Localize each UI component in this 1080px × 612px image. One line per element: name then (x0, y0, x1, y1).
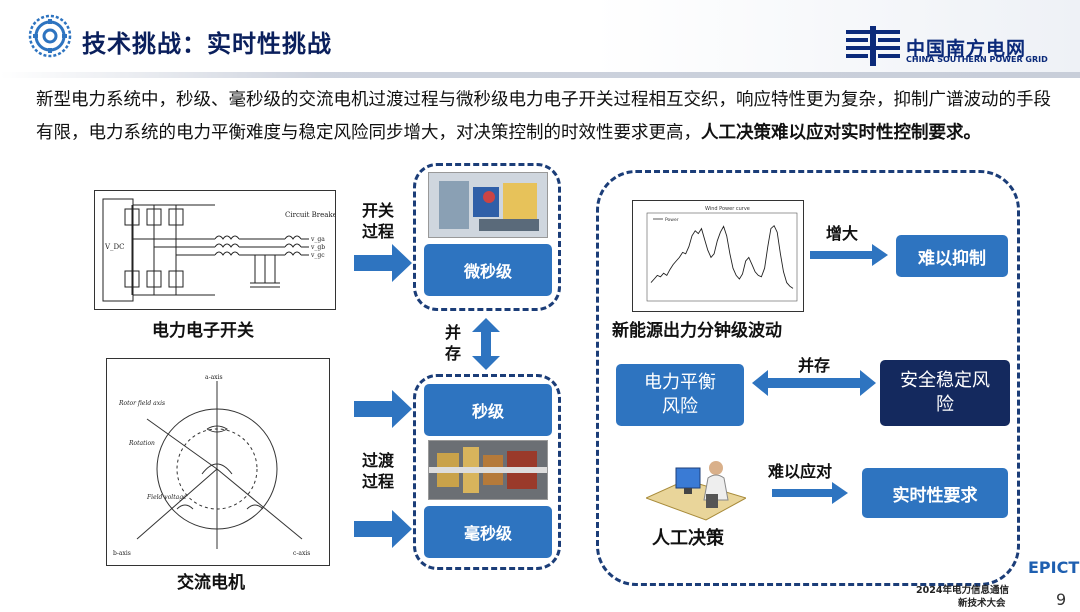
breaker-label: Circuit Breaker (285, 211, 335, 219)
security-risk-button[interactable]: 安全稳定风险 (880, 360, 1010, 426)
c-axis-label: c-axis (293, 550, 310, 557)
power-electronics-photo (428, 172, 548, 238)
chart-legend: Power (665, 217, 679, 223)
power-electronics-circuit-figure: V_DC Circuit Breaker v_ga v_gb v_gc (94, 190, 341, 310)
epict-logo: EPICT (1028, 558, 1080, 577)
chart-caption: 新能源出力分钟级波动 (612, 321, 782, 341)
a-axis-label: a-axis (205, 374, 223, 381)
coexist-right-label: 并存 (798, 356, 831, 375)
logo-en: CHINA SOUTHERN POWER GRID (906, 55, 1048, 64)
power-electronics-label: 电力电子开关 (152, 321, 254, 341)
ac-motor-figure: a-axis b-axis c-axis Rotor field axis Ro… (106, 358, 330, 566)
wind-power-chart: Wind Power curve Power (632, 200, 804, 312)
hard-to-cope-label: 难以应对 (768, 462, 833, 481)
rotation-label: Rotation (128, 440, 155, 447)
intro-paragraph: 新型电力系统中，秒级、毫秒级的交流电机过渡过程与微秒级电力电子开关过程相互交织，… (36, 84, 1056, 150)
arrow-right-icon (354, 390, 412, 428)
conference-line2: 新技术大会 (958, 598, 1006, 609)
realtime-requirement-button[interactable]: 实时性要求 (862, 468, 1008, 518)
power-balance-risk-button[interactable]: 电力平衡风险 (616, 364, 744, 426)
switch-process-label: 开关过程 (361, 201, 394, 241)
chart-plot-area (646, 212, 798, 302)
second-button[interactable]: 秒级 (424, 384, 552, 436)
arrow-right-icon (810, 244, 888, 266)
vga-label: v_ga (310, 236, 325, 243)
second-millisecond-box (413, 374, 561, 570)
field-voltage-label: Field voltage (146, 494, 187, 501)
coexist-label: 并存 (444, 323, 461, 363)
transition-process-label: 过渡过程 (361, 451, 394, 491)
vgb-label: v_gb (310, 244, 325, 251)
csg-logo-icon (846, 26, 900, 66)
double-arrow-icon (472, 318, 500, 370)
vgc-label: v_gc (310, 252, 325, 259)
manual-decision-label: 人工决策 (652, 528, 724, 549)
wind-power-chart-svg: Wind Power curve Power (646, 206, 798, 302)
chart-title: Wind Power curve (705, 206, 750, 212)
motor-photo (428, 440, 548, 500)
rotor-axis-label: Rotor field axis (118, 400, 165, 407)
page-number: 9 (1056, 590, 1067, 609)
increase-label: 增大 (826, 224, 859, 243)
double-arrow-icon (752, 370, 876, 396)
hard-to-suppress-button[interactable]: 难以抑制 (896, 235, 1008, 277)
intro-text: 新型电力系统中，秒级、毫秒级的交流电机过渡过程与微秒级电力电子开关过程相互交织，… (36, 90, 1051, 143)
microsecond-box (413, 163, 561, 311)
right-panel (596, 170, 1020, 586)
conference-line1: 2024年电力信息通信 (916, 585, 1009, 596)
page-title: 技术挑战：实时性挑战 (82, 30, 332, 58)
arrow-right-icon (354, 244, 412, 282)
intro-emphasis: 人工决策难以应对实时性控制要求。 (701, 123, 981, 143)
arrow-right-icon (354, 510, 412, 548)
arrow-right-icon (772, 482, 848, 504)
logo-cn: 中国南方电网 (906, 38, 1027, 60)
gear-icon (28, 14, 72, 58)
header-divider (0, 72, 1080, 78)
b-axis-label: b-axis (113, 550, 131, 557)
microsecond-button[interactable]: 微秒级 (424, 244, 552, 296)
vdc-label: V_DC (104, 243, 125, 251)
ac-motor-label: 交流电机 (177, 573, 245, 593)
millisecond-button[interactable]: 毫秒级 (424, 506, 552, 558)
operator-at-computer-icon (644, 454, 748, 522)
series-line-power (650, 224, 794, 289)
header-band (0, 0, 1080, 78)
